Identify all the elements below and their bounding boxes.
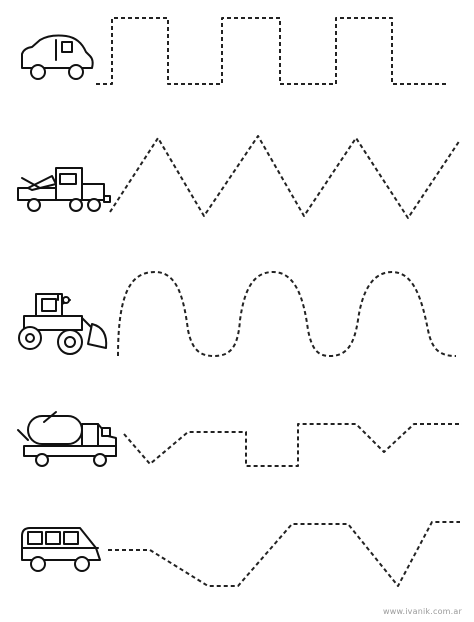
square-wave-trace[interactable] bbox=[96, 17, 446, 85]
car-icon bbox=[21, 34, 94, 80]
minivan-icon bbox=[21, 527, 101, 572]
tow-truck-icon bbox=[17, 167, 111, 212]
zigzag-trace[interactable] bbox=[109, 135, 461, 219]
plateau-wave-trace[interactable] bbox=[108, 521, 460, 587]
wave-trace[interactable] bbox=[117, 271, 457, 357]
trapezoid-wave-trace[interactable] bbox=[123, 423, 462, 467]
tanker-truck-icon bbox=[17, 411, 117, 467]
site-credit: www.ivanik.com.ar bbox=[383, 607, 462, 616]
bulldozer-icon bbox=[18, 293, 108, 355]
